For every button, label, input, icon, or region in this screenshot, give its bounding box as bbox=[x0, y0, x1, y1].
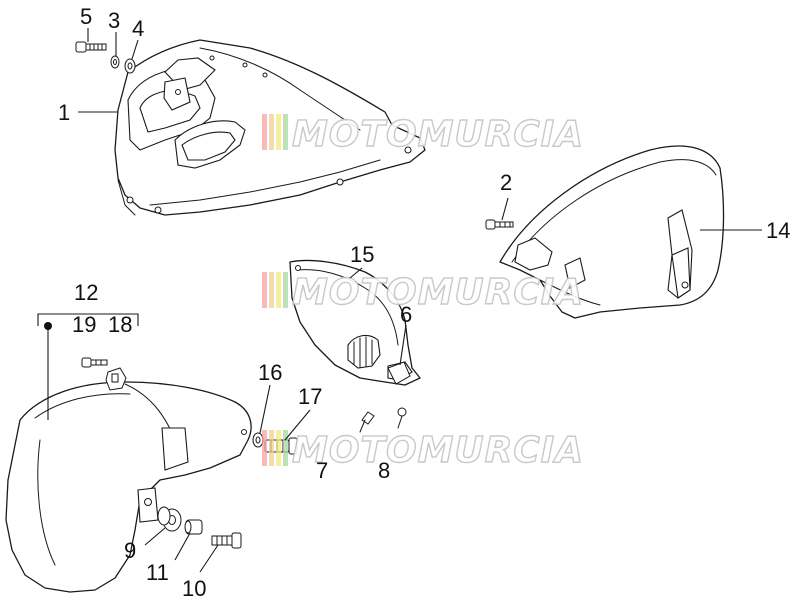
part-7-screw[interactable] bbox=[359, 411, 375, 433]
part-16-washer[interactable] bbox=[252, 432, 264, 448]
watermark-text: MOTOMURCIA bbox=[292, 114, 584, 155]
part-8-screw[interactable] bbox=[397, 407, 407, 429]
callout-10: 10 bbox=[182, 576, 206, 600]
part-14-rear-mudguard[interactable] bbox=[499, 145, 725, 319]
part-19-screw[interactable] bbox=[81, 357, 108, 368]
part-9-grommet[interactable] bbox=[157, 506, 182, 532]
callout-16: 16 bbox=[258, 360, 282, 385]
part-5-screw[interactable] bbox=[75, 41, 107, 53]
watermark-3: MOTOMURCIA bbox=[262, 429, 584, 472]
callout-17: 17 bbox=[298, 384, 322, 409]
callout-6: 6 bbox=[400, 302, 412, 327]
callout-14: 14 bbox=[766, 218, 790, 243]
part-11-spacer[interactable] bbox=[184, 519, 203, 535]
callout-8: 8 bbox=[378, 458, 390, 483]
part-3-washer[interactable] bbox=[110, 55, 120, 69]
callout-11: 11 bbox=[146, 560, 169, 585]
watermark-1: MOTOMURCIA bbox=[262, 113, 584, 156]
leader-lines bbox=[37, 28, 762, 573]
callouts: 1 5 3 4 2 14 15 6 7 8 12 19 18 16 17 9 1… bbox=[58, 4, 790, 600]
callout-9: 9 bbox=[124, 538, 136, 563]
callout-3: 3 bbox=[108, 8, 120, 33]
callout-7: 7 bbox=[316, 458, 328, 483]
part-6-clip[interactable] bbox=[387, 361, 411, 385]
callout-4: 4 bbox=[132, 16, 144, 41]
part-10-screw[interactable] bbox=[211, 532, 242, 549]
callout-19: 19 bbox=[72, 312, 96, 337]
part-12-front-mudguard[interactable] bbox=[5, 381, 252, 593]
callout-12: 12 bbox=[74, 280, 98, 305]
callout-5: 5 bbox=[80, 4, 92, 29]
callout-18: 18 bbox=[108, 312, 132, 337]
callout-1: 1 bbox=[58, 100, 70, 125]
callout-2: 2 bbox=[500, 170, 512, 195]
watermark-text: MOTOMURCIA bbox=[292, 272, 584, 313]
part-2-screw[interactable] bbox=[485, 219, 514, 230]
watermark-2: MOTOMURCIA bbox=[262, 271, 584, 314]
part-4-washer[interactable] bbox=[124, 58, 136, 74]
callout-15: 15 bbox=[350, 242, 374, 267]
part-18-clip-nut[interactable] bbox=[105, 367, 127, 391]
watermark-text: MOTOMURCIA bbox=[292, 430, 584, 471]
